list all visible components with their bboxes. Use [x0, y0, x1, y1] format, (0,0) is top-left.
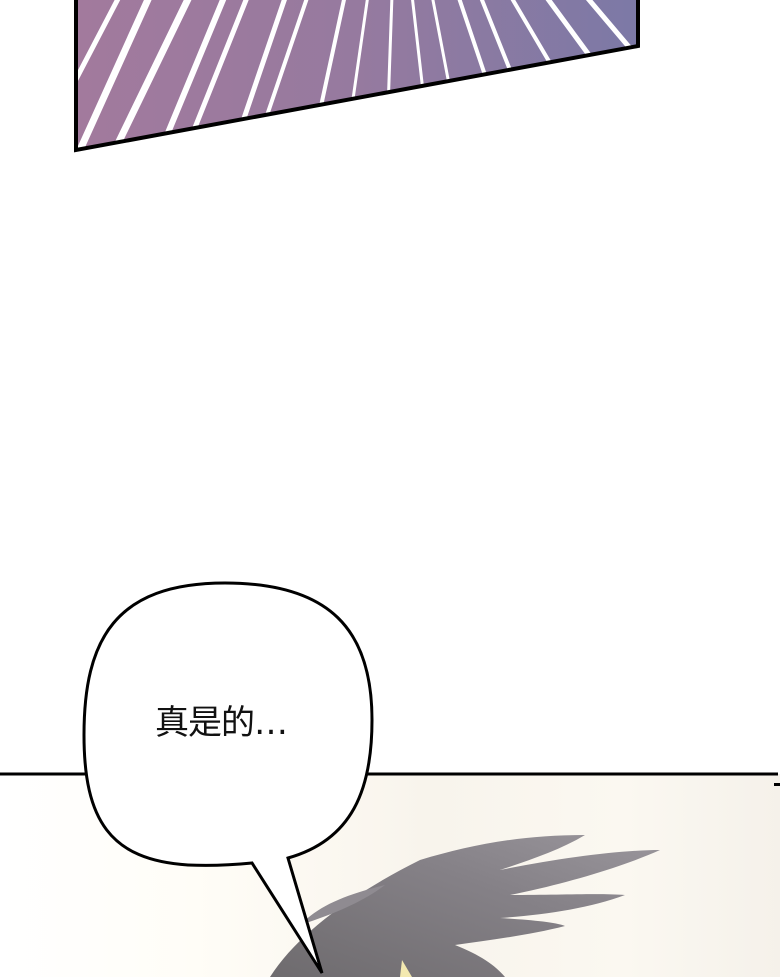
hair-highlight	[400, 960, 412, 977]
wing-illustration	[270, 835, 660, 977]
speech-bubble	[82, 581, 374, 974]
speech-bubble-text: 真是的…	[155, 703, 288, 743]
top-panel	[74, 0, 640, 153]
